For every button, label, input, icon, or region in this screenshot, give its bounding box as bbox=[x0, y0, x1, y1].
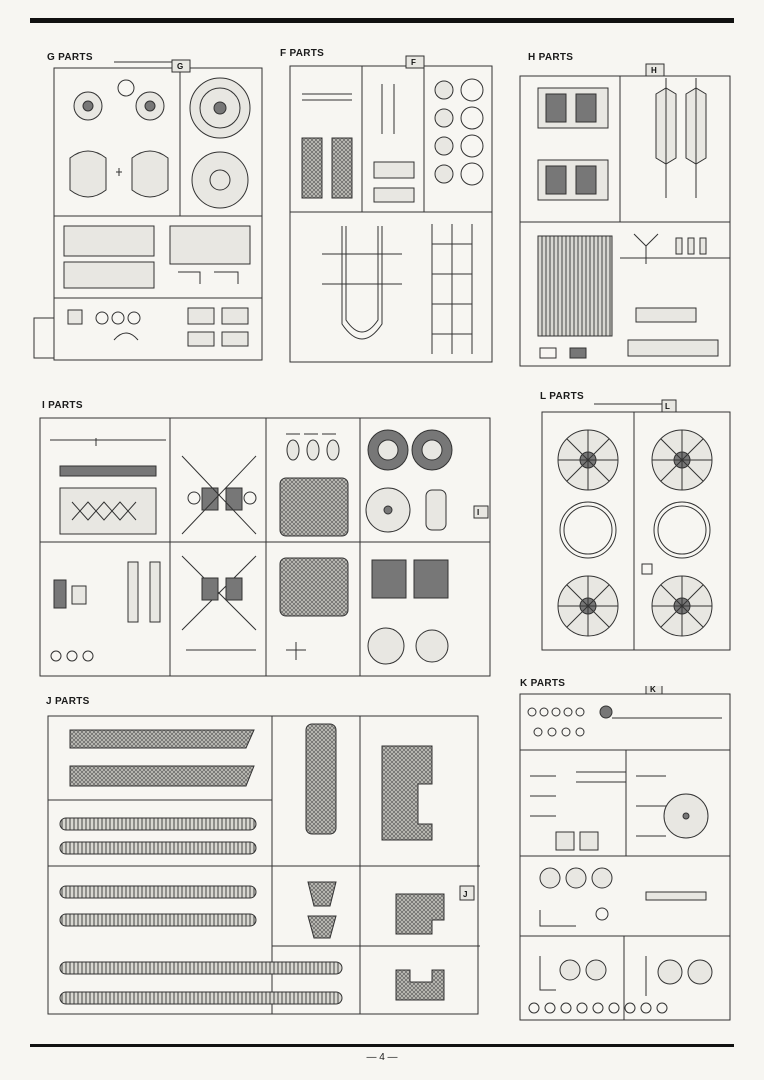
sprue-label-h: H PARTS bbox=[528, 52, 574, 63]
sprue-k-diagram: K bbox=[516, 686, 734, 1026]
sprue-g-diagram: G bbox=[28, 58, 268, 368]
page-number: — 4 — bbox=[366, 1052, 398, 1063]
sprue-label-j: J PARTS bbox=[46, 696, 90, 707]
sprue-label-g: G PARTS bbox=[47, 52, 93, 63]
sprue-label-i: I PARTS bbox=[42, 400, 83, 411]
sprue-label-f: F PARTS bbox=[280, 48, 325, 59]
sprue-l-diagram: L bbox=[538, 398, 734, 656]
svg-text:H: H bbox=[651, 66, 657, 75]
svg-text:L: L bbox=[665, 402, 670, 411]
sprue-i-diagram: I bbox=[36, 410, 500, 682]
sprue-g-frame bbox=[53, 67, 263, 361]
svg-text:J: J bbox=[463, 890, 467, 899]
svg-text:G: G bbox=[177, 62, 183, 71]
sprue-f-diagram: F bbox=[282, 54, 498, 370]
sprue-h-diagram: H bbox=[516, 58, 734, 370]
svg-text:K: K bbox=[650, 686, 656, 694]
sprue-label-l: L PARTS bbox=[540, 391, 584, 402]
bottom-rule bbox=[30, 1044, 734, 1047]
sprue-j-diagram: J bbox=[40, 706, 488, 1022]
sprue-g-badge-icon bbox=[171, 59, 191, 73]
top-rule bbox=[30, 18, 734, 23]
sprue-label-k: K PARTS bbox=[520, 678, 566, 689]
svg-text:F: F bbox=[411, 58, 416, 67]
svg-text:I: I bbox=[477, 508, 479, 517]
